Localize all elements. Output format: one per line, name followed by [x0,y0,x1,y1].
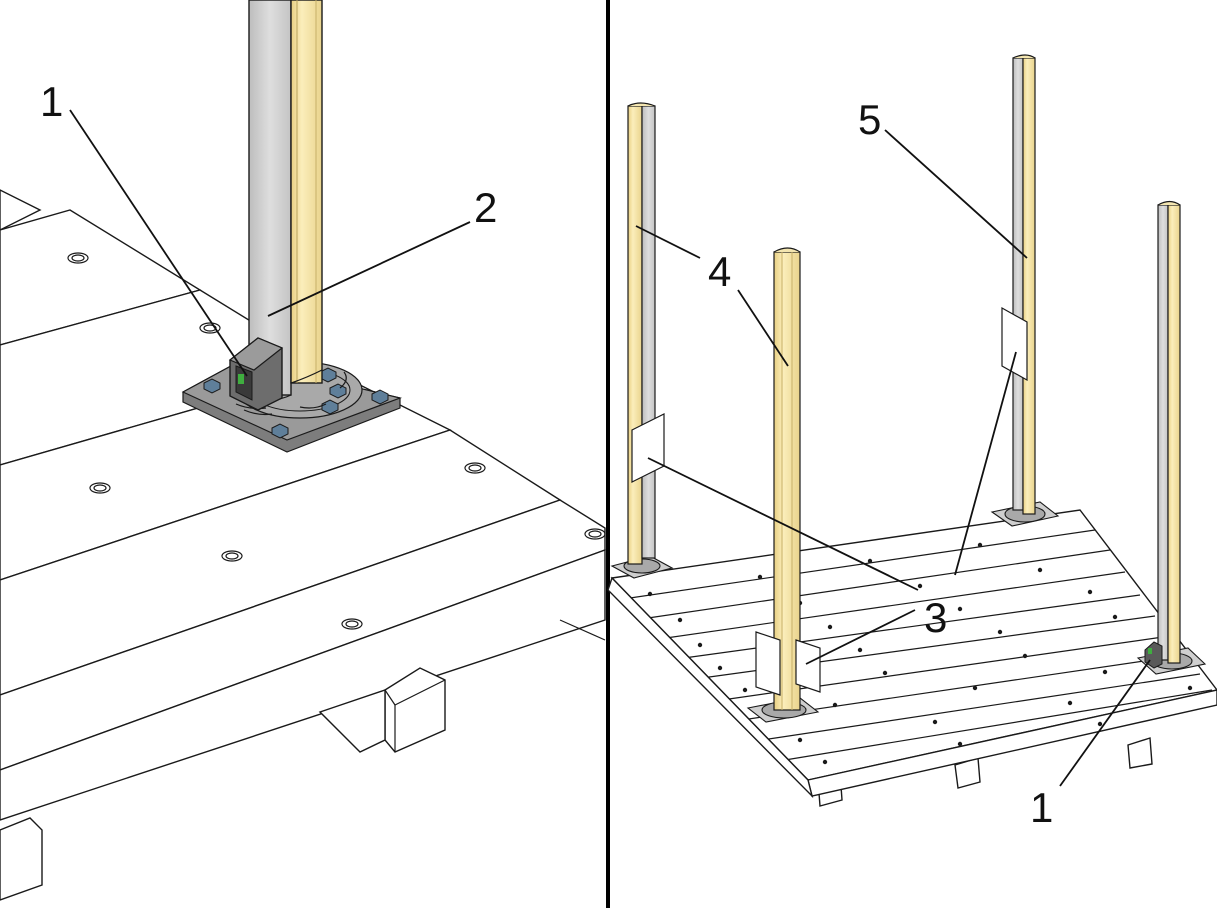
leaders-right [635,129,1151,787]
left-callout-1: 1 [40,78,63,125]
left-panel: 1 2 [0,0,606,901]
left-callout-2: 2 [474,184,497,231]
column-front-right [1157,200,1181,664]
alignment-sensor-closeup [228,337,284,411]
right-callout-3: 3 [924,594,947,641]
right-panel: 5 4 3 1 [607,54,1217,831]
column-4-transmitter [627,102,656,565]
leader-left-1 [69,109,248,377]
column-5-receiver [1012,54,1036,515]
deck-holes-left [67,252,606,630]
pallet-right [607,509,1217,807]
column-left-closeup [248,0,323,401]
pallet-deck-left [0,189,606,901]
column-front-center [773,247,801,711]
target-sheets [631,306,1028,696]
leader-left-2 [267,221,471,317]
right-callout-4: 4 [708,248,731,295]
right-callout-5: 5 [858,96,881,143]
right-callout-1: 1 [1030,784,1053,831]
